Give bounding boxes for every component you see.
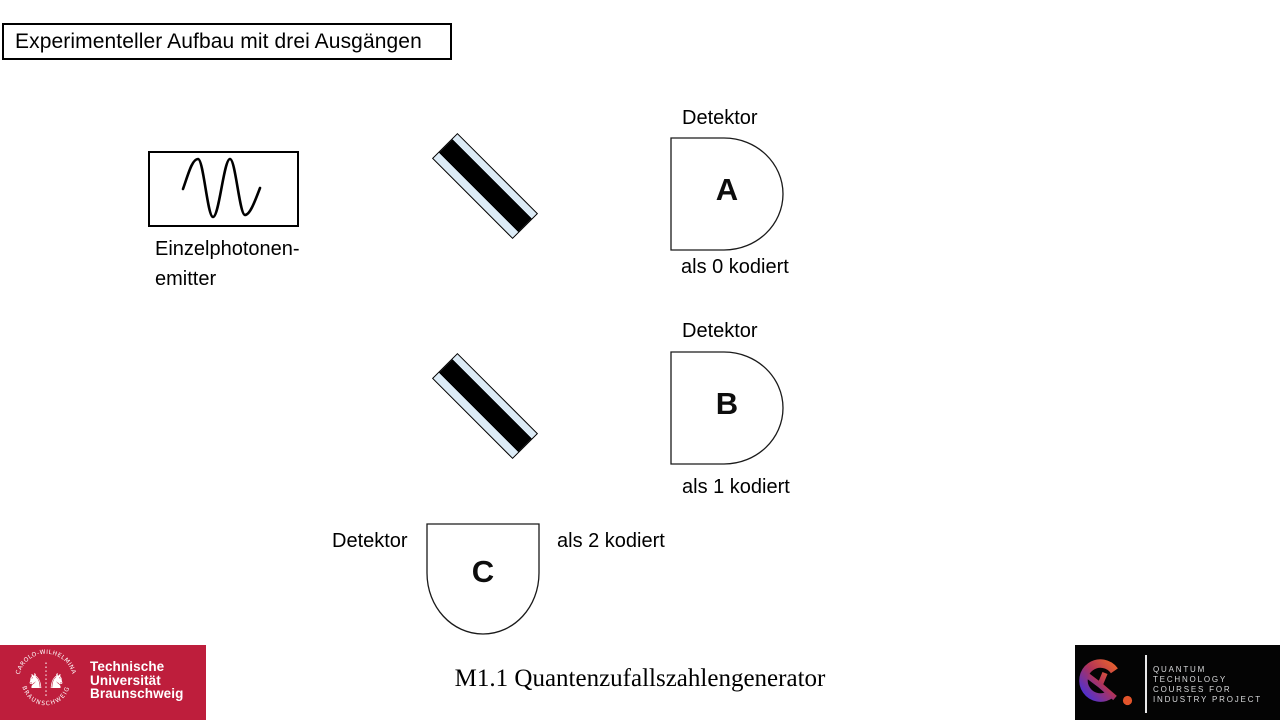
detector-d-shape-icon: [670, 137, 784, 251]
tu-seal-icon: CAROLO-WILHELMINA BRAUNSCHWEIG ♞ ♞: [16, 650, 76, 708]
detector-a-title: Detektor: [682, 107, 758, 129]
tu-seal-lion-right-icon: ♞: [47, 669, 65, 693]
detector-c-title: Detektor: [332, 530, 408, 552]
detector-b-shape: B: [670, 351, 784, 465]
slide-title-box: Experimenteller Aufbau mit drei Ausgänge…: [2, 23, 452, 60]
tu-name-line3: Braunschweig: [90, 686, 184, 701]
qtip-wordmark: QUANTUM TECHNOLOGY COURSES FOR INDUSTRY …: [1153, 665, 1262, 705]
tu-braunschweig-logo: CAROLO-WILHELMINA BRAUNSCHWEIG ♞ ♞ Techn…: [0, 645, 206, 720]
detector-a-letter: A: [715, 172, 739, 207]
tu-name-line2: Universität: [90, 672, 161, 688]
detector-d-shape-down-icon: [426, 523, 540, 635]
qtip-separator: [1145, 655, 1147, 713]
tu-name-line1: Technische: [90, 659, 165, 674]
detector-a-code-label: als 0 kodiert: [681, 256, 789, 278]
qtip-dot: [1122, 695, 1133, 706]
detector-d-shape-icon: [670, 351, 784, 465]
slide-title: Experimenteller Aufbau mit drei Ausgänge…: [15, 29, 422, 53]
detector-c-code-label: als 2 kodiert: [557, 530, 665, 552]
emitter-label: Einzelphotonen- emitter: [155, 234, 300, 294]
qtip-logo: QUANTUM TECHNOLOGY COURSES FOR INDUSTRY …: [1075, 645, 1280, 720]
tu-seal-lion-left-icon: ♞: [26, 669, 44, 693]
emitter-label-line1: Einzelphotonen-: [155, 238, 300, 260]
detector-a-shape: A: [670, 137, 784, 251]
detector-c-letter: C: [471, 554, 495, 589]
detector-b-code-label: als 1 kodiert: [682, 476, 790, 498]
sine-wave-icon: [181, 157, 262, 219]
qtip-name-line2: TECHNOLOGY: [1153, 674, 1228, 684]
emitter-box: [148, 151, 299, 227]
beam-splitter-1: [431, 132, 539, 240]
detector-b-letter: B: [715, 386, 739, 421]
detector-b-title: Detektor: [682, 320, 758, 342]
qtip-q-mark-icon: [1079, 659, 1133, 706]
footer-module-title: M1.1 Quantenzufallszahlengenerator: [454, 665, 826, 692]
qtip-name-line3: COURSES FOR: [1153, 684, 1232, 694]
emitter-label-line2: emitter: [155, 268, 217, 290]
qtip-name-line1: QUANTUM: [1153, 665, 1207, 674]
tu-logo-wordmark: Technische Universität Braunschweig: [90, 660, 183, 701]
qtip-name-line4: INDUSTRY PROJECT: [1153, 694, 1262, 704]
beam-splitter-2: [431, 352, 539, 460]
detector-c-shape: C: [426, 523, 540, 635]
